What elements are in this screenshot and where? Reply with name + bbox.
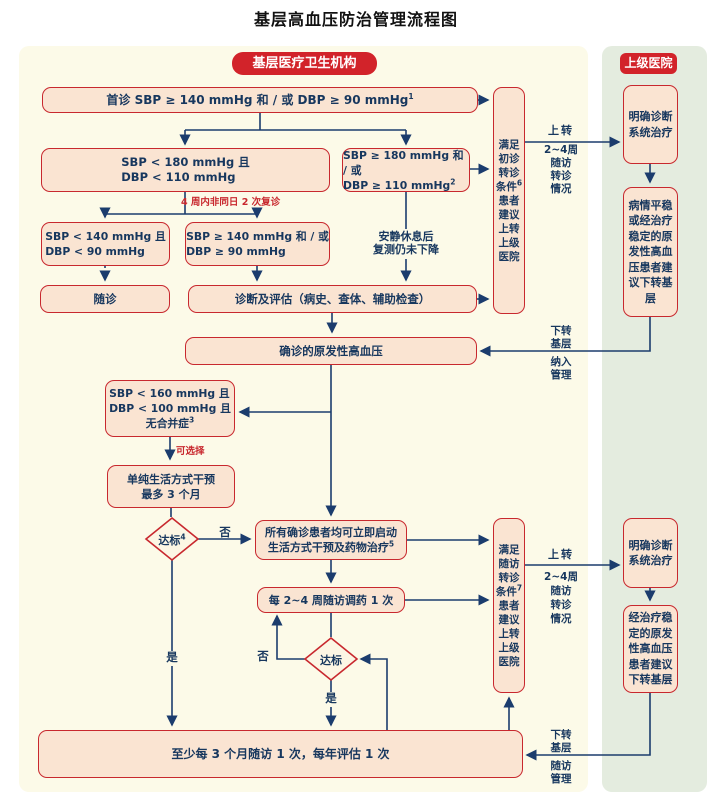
label-yes-2: 是: [323, 692, 339, 707]
node-hospital-stable-1: 病情平稳或经治疗稳定的原发性高血压患者建议下转基层: [623, 187, 678, 317]
arrow-d2-no-adjust: [271, 614, 305, 660]
label-refer-down-1: 下转基层: [550, 325, 572, 350]
arrow-stable1-confirmed: [479, 317, 651, 357]
node-start-treatment: 所有确诊患者均可立即启动 生活方式干预及药物治疗5: [255, 520, 407, 560]
node-first-visit: 首诊 SBP ≥ 140 mmHg 和 / 或 DBP ≥ 90 mmHg1: [42, 87, 478, 113]
label-refer-up-1-detail: 2~4周随访 转诊情况: [544, 144, 578, 195]
label-revisit-rule: 4 周内非同日 2 次复诊: [181, 197, 281, 208]
node-hospital-diagnose-1: 明确诊断系统治疗: [623, 85, 678, 164]
node-confirmed-hypertension: 确诊的原发性高血压: [185, 337, 477, 365]
node-regular-followup: 至少每 3 个月随访 1 次，每年评估 1 次: [38, 730, 523, 778]
label-yes-1: 是: [164, 651, 180, 666]
arrow-lt180-split: [105, 192, 257, 215]
label-refer-down-2: 下转基层: [550, 729, 572, 754]
node-followup-referral: 满足 随访 转诊 条件7 患者 建议 上转 上级 医院: [493, 518, 525, 693]
decision-shapes: [144, 516, 359, 682]
label-rest-remeasure: 安静休息后复测仍未下降: [358, 230, 454, 256]
node-lifestyle-only: 单纯生活方式干预最多 3 个月: [107, 465, 235, 508]
label-no-1: 否: [219, 525, 231, 539]
decision-target-2-label: 达标: [320, 654, 342, 667]
label-refer-up-2: 上转: [548, 548, 574, 561]
decision-diamond-2: [303, 636, 359, 682]
arrow-stable2-regular: [525, 693, 651, 761]
label-refer-up-2-detail: 2~4周随访 转诊情况: [544, 571, 578, 625]
decision-diamond-1: [144, 516, 200, 562]
arrow-firstvisit-split: [185, 113, 406, 131]
node-initial-referral: 满足 初诊 转诊 条件6 患者 建议 上转 上级 医院: [493, 87, 525, 314]
primary-care-badge: 基层医疗卫生机构: [232, 52, 377, 75]
label-refer-up-1: 上转: [548, 124, 574, 137]
node-hospital-diagnose-2: 明确诊断系统治疗: [623, 518, 678, 588]
arrow-lines: [99, 94, 656, 761]
label-refer-down-1b: 纳入管理: [550, 356, 572, 381]
node-followup-visit: 随诊: [40, 285, 170, 313]
label-no-2: 否: [257, 649, 269, 663]
node-adjust-medication: 每 2~4 周随访调药 1 次: [257, 587, 405, 613]
decision-target-1-label: 达标4: [158, 532, 186, 547]
node-diagnosis-eval: 诊断及评估（病史、查体、辅助检查）: [188, 285, 477, 313]
label-optional: 可选择: [176, 446, 205, 457]
arrow-regular-d2: [359, 653, 388, 730]
page-title: 基层高血压防治管理流程图: [253, 10, 458, 29]
hospital-badge: 上级医院: [620, 53, 677, 74]
label-refer-down-2b: 随访管理: [550, 760, 572, 785]
node-bp-ge180: SBP ≥ 180 mmHg 和 / 或 DBP ≥ 110 mmHg2: [342, 148, 470, 192]
node-hospital-stable-2: 经治疗稳定的原发性高血压患者建议下转基层: [623, 605, 678, 693]
